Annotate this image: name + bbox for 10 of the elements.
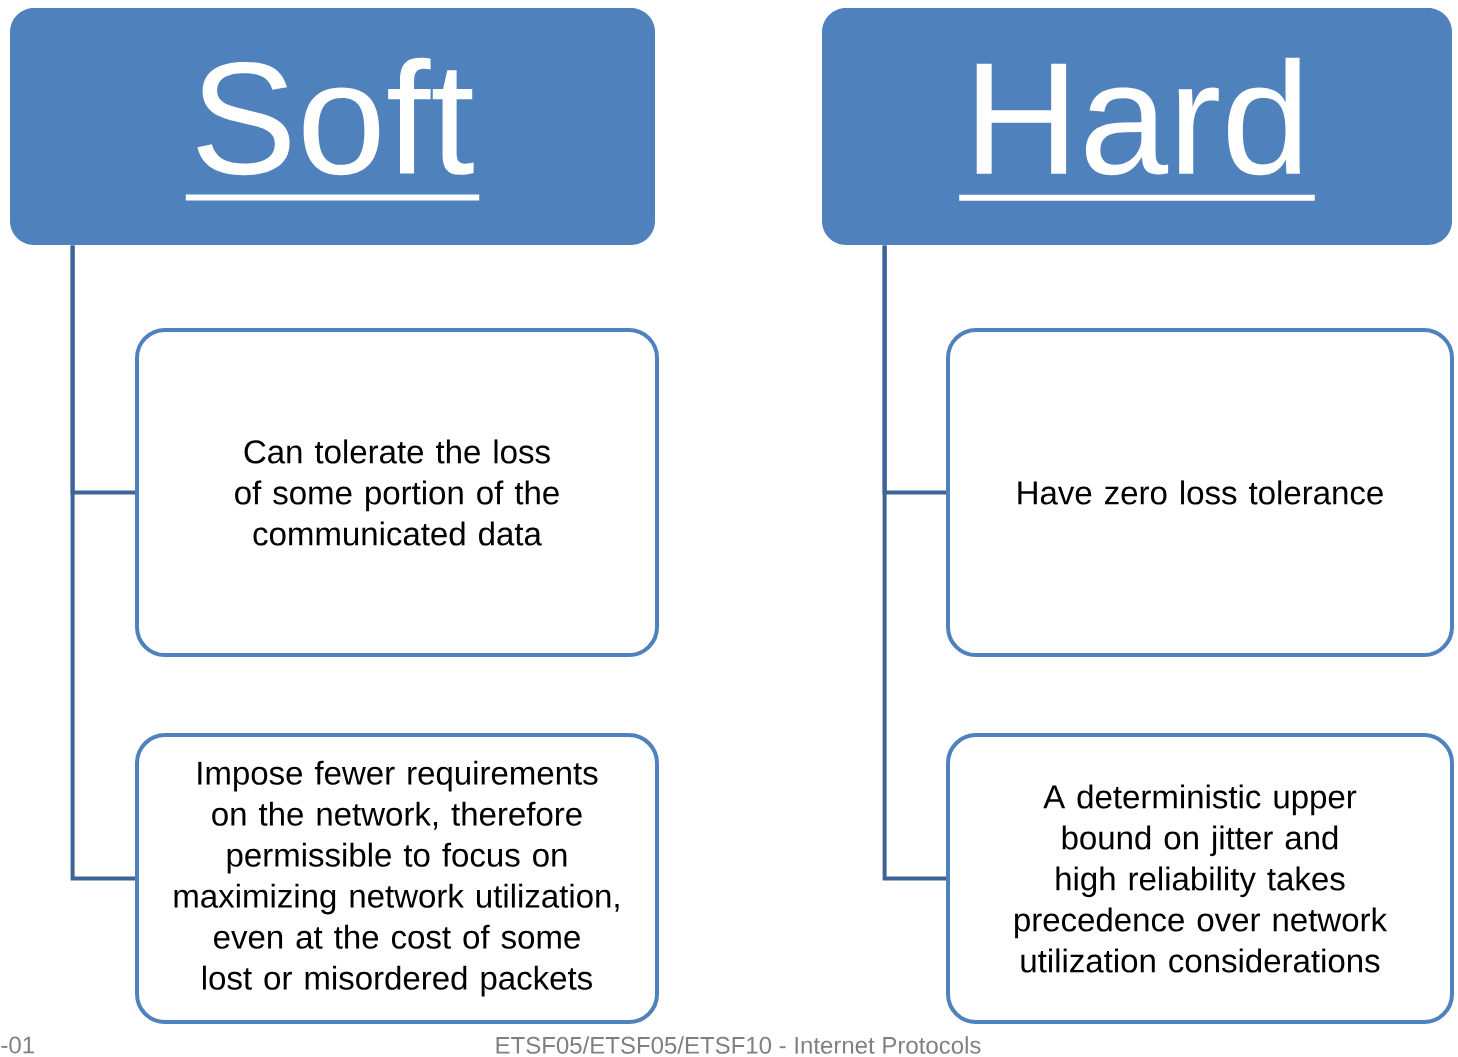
connector-line [882, 245, 946, 881]
connector-line [70, 245, 135, 881]
header-box: Hard [822, 8, 1452, 245]
header-box: Soft [10, 8, 655, 245]
text-box: Have zero loss tolerance [946, 328, 1454, 657]
text-box: Can tolerate the loss of some portion of the communicated data [135, 328, 659, 657]
text-box: Impose fewer requirements on the network, therefore permissible to focus on maximizing network utilization, even at the cost of some lost or misordered packets [135, 733, 659, 1024]
text-box: A deterministic upper bound on jitter and high reliability takes precedence over network utilization considerations [946, 733, 1454, 1024]
footer-text: -01 [1, 1036, 34, 1054]
footer-text: ETSF05/ETSF05/ETSF10 - Internet Protocols [496, 1036, 981, 1054]
